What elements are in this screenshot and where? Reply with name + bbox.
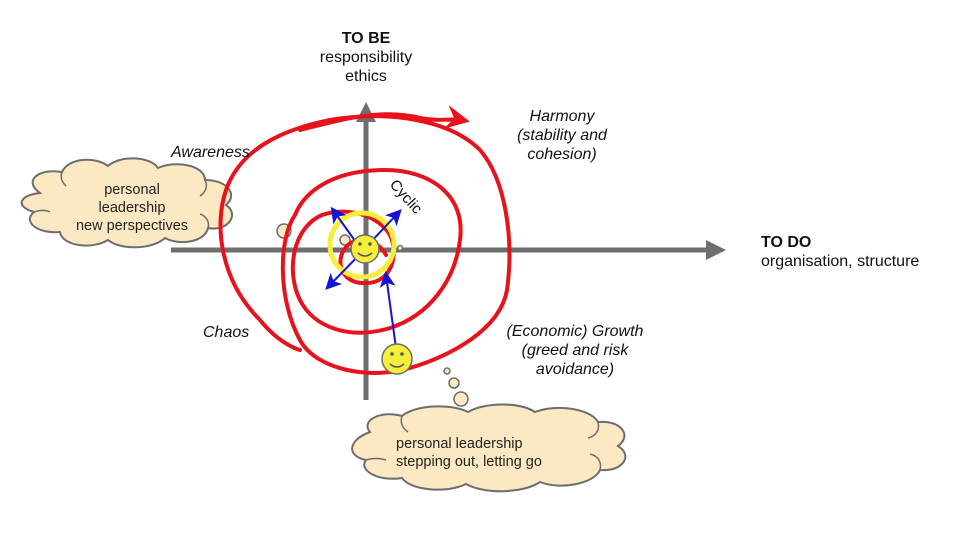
bottom-smiley-icon xyxy=(381,343,413,375)
vertical-axis-subtitle-2: ethics xyxy=(345,68,387,85)
red-spiral xyxy=(218,114,512,375)
quadrant-awareness: Awareness xyxy=(171,144,250,161)
horizontal-axis-label: TO DO organisation, structure xyxy=(761,233,919,271)
quadrant-growth: (Economic) Growth (greed and risk avoida… xyxy=(480,322,670,379)
left-cloud-line-2: leadership xyxy=(98,200,166,216)
thought-bubble-small xyxy=(443,367,451,375)
left-cloud-line-1: personal xyxy=(104,182,160,198)
horizontal-axis-subtitle: organisation, structure xyxy=(761,253,920,270)
red-spiral-exit-arrow xyxy=(298,105,470,132)
blue-arrow-up-from-bottom xyxy=(379,271,397,349)
growth-line-3: avoidance) xyxy=(535,361,615,378)
vertical-axis-subtitle-1: responsibility xyxy=(319,49,413,66)
quadrant-harmony: Harmony (stability and cohesion) xyxy=(497,107,627,164)
bottom-cloud-line-2: stepping out, letting go xyxy=(396,454,542,470)
left-cloud-line-3: new perspectives xyxy=(75,218,189,234)
vertical-axis-label: TO BE responsibility ethics xyxy=(300,29,432,86)
growth-line-2: (greed and risk xyxy=(521,342,629,359)
thought-bubble-left-small xyxy=(396,244,404,252)
growth-line-1: (Economic) Growth xyxy=(506,323,644,340)
bottom-thought-cloud xyxy=(351,403,627,493)
horizontal-axis-title: TO DO xyxy=(761,234,812,251)
vertical-axis-title: TO BE xyxy=(341,30,391,47)
yellow-ring xyxy=(327,210,397,280)
center-smiley-icon xyxy=(350,234,380,264)
blue-arrow-up-left xyxy=(330,206,359,246)
harmony-line-1: Harmony xyxy=(529,108,595,125)
quadrant-chaos: Chaos xyxy=(203,324,250,341)
thought-bubble-medium xyxy=(448,377,460,389)
bottom-cloud-text: personal leadership stepping out, lettin… xyxy=(396,435,596,471)
harmony-line-3: cohesion) xyxy=(527,146,597,163)
thought-bubble-large xyxy=(453,391,469,407)
cyclic-label: Cyclic xyxy=(386,176,426,217)
thought-bubble-left-medium xyxy=(339,234,351,246)
left-cloud-text: personal leadership new perspectives xyxy=(52,181,212,235)
bottom-cloud-line-1: personal leadership xyxy=(396,436,523,452)
left-thought-cloud xyxy=(20,157,233,249)
harmony-line-2: (stability and xyxy=(517,127,607,144)
